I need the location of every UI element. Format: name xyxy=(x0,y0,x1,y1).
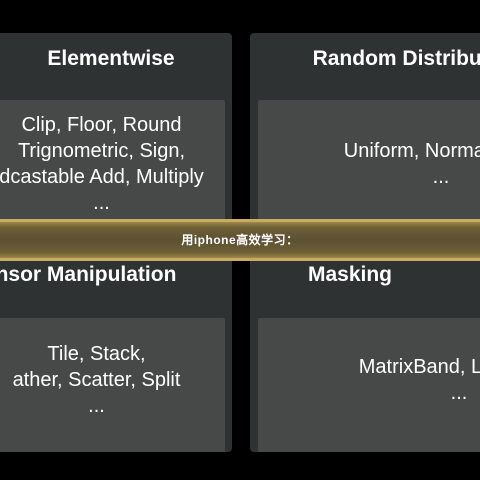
random-distribution-title: Random Distributio xyxy=(312,47,480,70)
banner-text: 用iphone高效学习： xyxy=(181,233,299,247)
random-distribution-card: Random Distributio Uniform, Normal, Berr… xyxy=(250,33,480,233)
random-distribution-body: Uniform, Normal, Berr ... xyxy=(258,100,480,233)
masking-title: Masking xyxy=(307,263,393,286)
random-distribution-ellipsis: ... xyxy=(432,166,450,188)
tensor-manipulation-text: Tile, Stack, ather, Scatter, Split ... xyxy=(0,341,225,419)
masking-ellipsis: ... xyxy=(450,382,468,404)
caption-banner: 用iphone高效学习： xyxy=(0,219,480,261)
tensor-manipulation-line: ather, Scatter, Split xyxy=(12,369,181,391)
masking-body: MatrixBand, LowerTria ... xyxy=(258,318,480,452)
tensor-manipulation-body: Tile, Stack, ather, Scatter, Split ... xyxy=(0,318,225,452)
elementwise-line: Clip, Floor, Round xyxy=(21,114,182,136)
banner-bottom-stripe xyxy=(0,258,480,261)
masking-line: MatrixBand, LowerTria xyxy=(358,356,480,378)
elementwise-text: Clip, Floor, Round Trignometric, Sign, d… xyxy=(0,112,225,216)
banner-top-stripe xyxy=(0,219,480,222)
elementwise-card: Elementwise Clip, Floor, Round Trignomet… xyxy=(0,33,232,233)
elementwise-line: Trignometric, Sign, xyxy=(17,140,186,162)
random-distribution-text: Uniform, Normal, Berr ... xyxy=(258,138,480,190)
elementwise-ellipsis: ... xyxy=(93,192,110,214)
tensor-manipulation-ellipsis: ... xyxy=(88,395,105,417)
tensor-manipulation-line: Tile, Stack, xyxy=(47,343,146,365)
masking-card: Masking MatrixBand, LowerTria ... xyxy=(250,252,480,452)
masking-text: MatrixBand, LowerTria ... xyxy=(258,354,480,406)
tensor-manipulation-title: nsor Manipulation xyxy=(0,263,177,286)
elementwise-body: Clip, Floor, Round Trignometric, Sign, d… xyxy=(0,100,225,233)
random-distribution-line: Uniform, Normal, Berr xyxy=(343,140,480,162)
tensor-manipulation-card: nsor Manipulation Tile, Stack, ather, Sc… xyxy=(0,252,232,452)
elementwise-line: dcastable Add, Multiply xyxy=(0,166,204,188)
elementwise-title: Elementwise xyxy=(47,47,175,70)
